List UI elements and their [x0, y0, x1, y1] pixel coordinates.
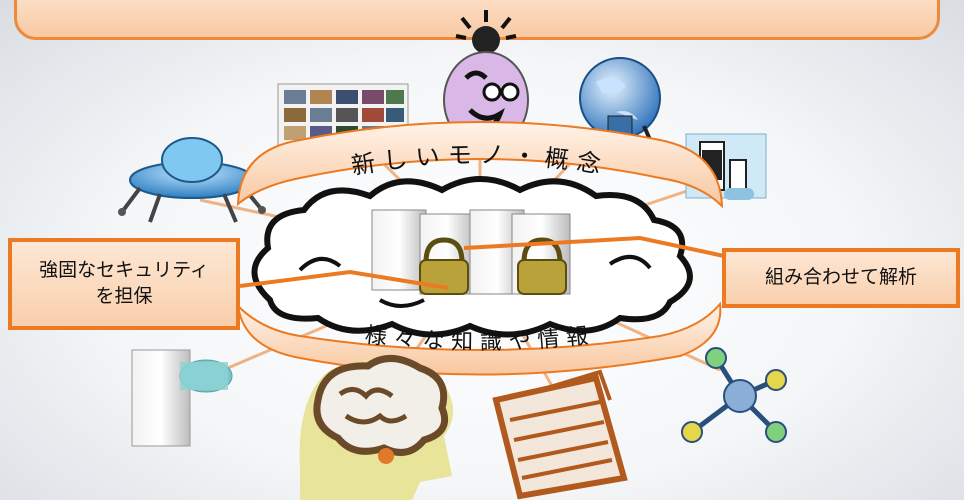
server-icon	[131, 349, 233, 447]
ufo-robot-icon	[118, 137, 266, 223]
documents-icon	[492, 369, 628, 500]
molecule-icon	[681, 347, 787, 443]
bottom-arc-band	[236, 301, 722, 376]
analysis-callout: 組み合わせて解析	[722, 248, 960, 308]
callout-leaders	[239, 235, 725, 290]
top-arc-band	[236, 121, 724, 209]
security-callout-line2: を担保	[95, 285, 153, 307]
security-callout-line1: 強固なセキュリティ	[39, 259, 209, 282]
security-callout: 強固なセキュリティ を担保	[8, 238, 240, 330]
brain-head-icon	[299, 355, 454, 500]
analysis-callout-label: 組み合わせて解析	[764, 266, 917, 289]
server-lock-icon	[371, 209, 571, 295]
